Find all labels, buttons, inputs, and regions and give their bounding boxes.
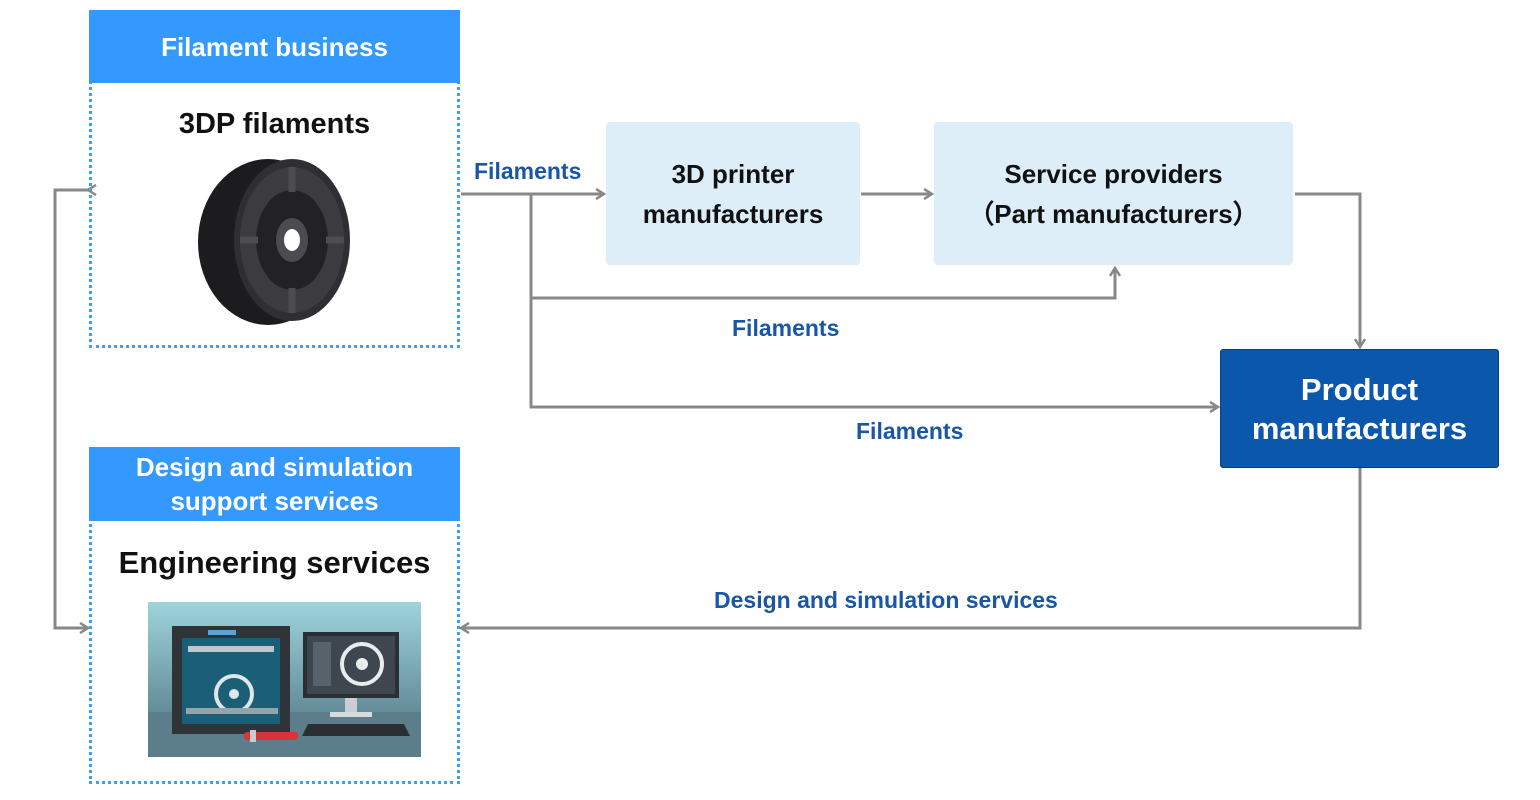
arrow-design-services — [461, 469, 1360, 628]
3d-printer-manufacturers-box: 3D printer manufacturers — [606, 122, 860, 265]
filament-business-header: Filament business — [89, 10, 460, 83]
service-providers-box: Service providers （Part manufacturers） — [934, 122, 1293, 265]
engineering-panel-title: Engineering services — [118, 545, 431, 580]
filament-business-panel: Filament business 3DP filaments — [89, 10, 460, 348]
arrow-filaments-to-product — [529, 298, 1218, 407]
arrow-service-to-product — [1295, 192, 1360, 347]
flow-label-filaments-to-product: Filaments — [856, 418, 964, 444]
engineering-services-panel: Design and simulation support services E… — [89, 447, 460, 784]
flow-label-filaments-to-service: Filaments — [732, 315, 840, 341]
filament-panel-title: 3DP filaments — [178, 108, 371, 140]
design-simulation-header: Design and simulation support services — [89, 447, 460, 521]
arrow-filaments-to-service — [529, 194, 1115, 300]
flow-label-design-services: Design and simulation services — [714, 587, 1058, 613]
flow-label-filaments-to-printer: Filaments — [474, 158, 582, 184]
3d-printer-workstation-icon — [148, 602, 421, 757]
product-manufacturers-box: Product manufacturers — [1220, 349, 1499, 468]
arrow-left-link — [53, 190, 88, 628]
filament-spool-icon — [198, 159, 350, 325]
